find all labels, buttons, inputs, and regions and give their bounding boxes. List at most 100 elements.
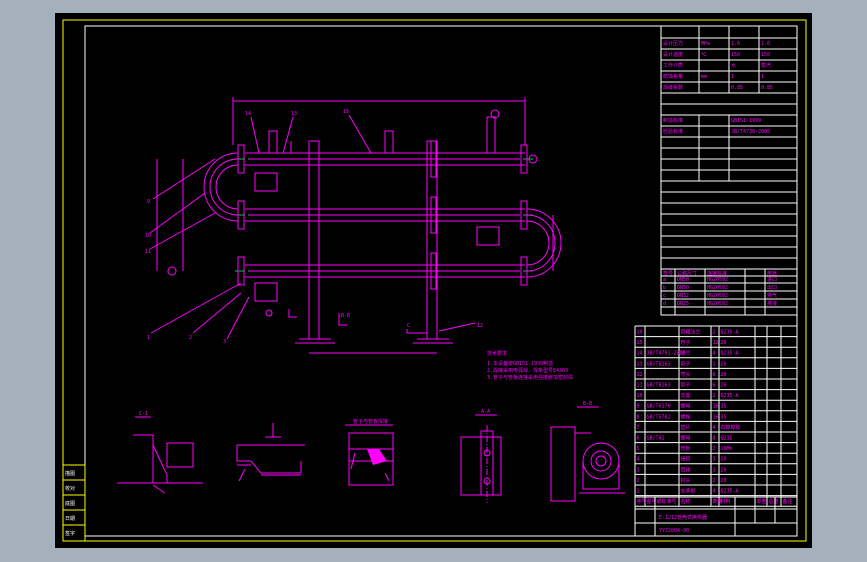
spec-r0-c3: 1.6 — [761, 41, 770, 47]
spec-r3-c1: mm — [701, 74, 707, 80]
bom-r11-c3: 2 — [713, 446, 716, 452]
bom-r8-c1: GB/T5782 — [647, 414, 671, 420]
title-block: E-1212管壳式换热器 YYJ2004-00 — [634, 496, 798, 537]
left-block-text-2: 底图 — [65, 500, 75, 507]
nozzle-r3-c0: d — [663, 301, 666, 307]
bom-r12-c2: 接管 — [681, 456, 691, 463]
note-1: 1.本设备按GB151-1999制造 — [487, 360, 553, 367]
bom-r2-c1: JB/T4701-2000 — [647, 351, 686, 357]
bom-header-c3: 数量 — [713, 498, 723, 505]
section-b-label: B-B — [341, 313, 350, 319]
bom-r7-c4: 35 — [721, 404, 727, 410]
bom-r10-c1: GB/T41 — [647, 436, 665, 442]
spec-r0-c1: MPa — [701, 41, 710, 47]
bom-r1-c2: 管子 — [681, 339, 691, 346]
bom-r2-c2: 法兰 — [681, 350, 691, 357]
detail-weld-2: 管子与管板焊接 — [345, 418, 394, 486]
spec-r1-c0: 设计温度 — [663, 51, 683, 58]
spec-r3-c2: 1 — [731, 74, 734, 80]
bom-r14-c2: 封头 — [681, 477, 691, 484]
bom-r14-c0: 2 — [637, 478, 640, 484]
bom-r9-c4: 石棉橡胶 — [721, 424, 741, 431]
left-block-text-3: 日期 — [65, 516, 75, 522]
spec-r1-c2: 150 — [731, 52, 740, 58]
bom-r9-c0: 7 — [637, 425, 640, 431]
bom-r8-c3: 16 — [713, 414, 719, 420]
main-elevation-view: 9 10 11 1 2 3 14 13 15 12 B-B C — [145, 97, 562, 354]
bom-header-c2: 名称 — [681, 498, 691, 505]
detail-c1-label: C-1 — [139, 411, 148, 417]
bom-r1-c4: 20 — [721, 340, 727, 346]
nozzle-r0-c2: HG20592 — [707, 277, 728, 283]
bom-r4-c0: 12 — [637, 372, 643, 378]
bom-r12-c4: 20 — [721, 457, 727, 463]
nozzle-h0: 符号 — [663, 270, 673, 277]
bom-r7-c3: 16 — [713, 404, 719, 410]
bom-r13-c2: 筒体 — [681, 466, 691, 473]
detail-a-a: A-A — [460, 409, 502, 503]
detail-c1: C-1 — [117, 411, 203, 494]
leader-num-12: 12 — [477, 323, 483, 329]
detail-b-b: B-B — [550, 401, 625, 502]
spec-r1-c3: 150 — [761, 52, 770, 58]
leader-num-9: 9 — [147, 199, 150, 205]
bom-r5-c1: GB/T8163 — [647, 383, 671, 389]
drawing-number: YYJ2004-00 — [659, 528, 689, 534]
nozzle-r2-c3: 排气 — [767, 292, 777, 299]
nozzle-r3-c2: HG20592 — [707, 301, 728, 307]
bom-r5-c2: 管子 — [681, 382, 691, 389]
bom-r15-c4: Q235-A — [721, 489, 739, 495]
nozzle-r1-c1: DN50 — [677, 285, 689, 291]
left-block-text-4: 签字 — [65, 530, 75, 537]
bom-r3-c4: 20 — [721, 361, 727, 367]
bom-r6-c0: 10 — [637, 393, 643, 399]
bom-r9-c3: 4 — [713, 425, 716, 431]
spec-r3-c0: 腐蚀裕量 — [663, 73, 683, 80]
leader-num-14: 14 — [245, 111, 251, 117]
bom-r0-c2: 管箱法兰 — [681, 329, 701, 336]
note-2: 2.焊接采用电弧焊，焊条型号E4303 — [487, 367, 568, 374]
bom-r10-c3: 8 — [713, 436, 716, 442]
bom-r13-c3: 3 — [713, 467, 716, 473]
left-side-block: 描图 校对 底图 日期 签字 — [62, 464, 86, 542]
bom-r7-c2: 螺母 — [681, 403, 691, 410]
bom-r12-c0: 4 — [637, 457, 640, 463]
spec-r2-c3: 蒸汽 — [761, 62, 771, 69]
bom-r8-c4: 35 — [721, 414, 727, 420]
nozzle-r0-c0: a — [663, 277, 666, 283]
nozzle-r3-c1: DN25 — [677, 301, 689, 307]
nozzle-r2-c1: DN32 — [677, 293, 689, 299]
bom-header-c6: 总重 — [769, 498, 779, 505]
bom-r3-c2: 管子 — [681, 360, 691, 367]
bom-r15-c0: 1 — [637, 489, 640, 495]
bom-r0-c0: 16 — [637, 330, 643, 336]
leader-num-13: 13 — [291, 111, 297, 117]
bom-r7-c1: GB/T6170 — [647, 404, 671, 410]
bom-r3-c1: GB/T8163 — [647, 361, 671, 367]
detail-weld-1 — [236, 423, 305, 482]
title-text: E-1212管壳式换热器 — [659, 514, 707, 521]
bom-r13-c4: 20 — [721, 467, 727, 473]
bom-r11-c4: 16Mn — [721, 446, 733, 452]
spec-r1-c1: ℃ — [701, 52, 707, 58]
spec-r5-c0: 制造标准 — [663, 117, 683, 124]
nozzle-r0-c3: 进口 — [767, 276, 777, 283]
bom-r0-c3: 2 — [713, 330, 716, 336]
bom-r2-c4: Q235-A — [721, 351, 739, 357]
bom-r2-c3: 4 — [713, 351, 716, 357]
spec-table: 设计压力 MPa 1.6 1.6 设计温度 ℃ 150 150 工作介质 水 蒸… — [660, 25, 798, 277]
spec-r0-c2: 1.6 — [731, 41, 740, 47]
bom-r10-c2: 螺母 — [681, 435, 691, 442]
bom-r7-c0: 9 — [637, 404, 640, 410]
bom-r5-c3: 6 — [713, 383, 716, 389]
leader-num-2: 2 — [189, 335, 192, 341]
leader-num-15: 15 — [343, 109, 349, 115]
spec-r0-c0: 设计压力 — [663, 40, 683, 47]
nozzle-r3-c3: 排液 — [767, 300, 777, 307]
bom-r6-c4: Q235-A — [721, 393, 739, 399]
bom-r3-c3: 1 — [713, 361, 716, 367]
spec-r6-c0: 检验标准 — [663, 128, 683, 135]
drawing-canvas: 描图 校对 底图 日期 签字 — [55, 13, 812, 548]
spec-r5-c2: GB151-1999 — [731, 118, 761, 124]
